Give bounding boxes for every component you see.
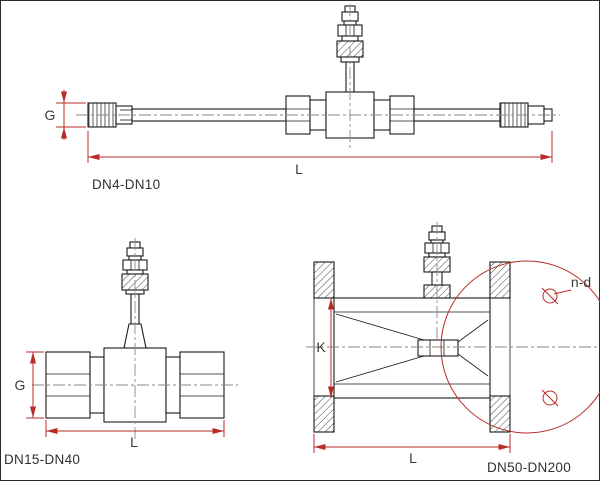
dim-label-g-top: G [45, 107, 56, 123]
dim-label-k: K [316, 339, 326, 355]
body-section [333, 297, 491, 399]
dimension-l-top: L [87, 131, 553, 177]
dimension-l-bl: L [45, 420, 225, 450]
drawing-dn50-dn200: n-d K L DN50-DN200 [306, 222, 600, 475]
dimension-g-top: G [45, 90, 86, 140]
bolt-hole-bottom [541, 389, 559, 407]
bolt-hole-top [541, 287, 559, 305]
dimension-k: K [316, 298, 334, 398]
dimension-l-br: L [313, 434, 511, 466]
turbine-rotor [417, 339, 459, 357]
sensor-stack-br [423, 225, 451, 286]
dim-label-g-bl: G [15, 377, 26, 393]
meter-body-br [333, 284, 491, 399]
range-label-dn4-dn10: DN4-DN10 [92, 177, 160, 192]
dim-label-l-br: L [409, 450, 417, 466]
drawing-dn15-dn40: G L DN15-DN40 [4, 238, 238, 467]
range-label-dn15-dn40: DN15-DN40 [4, 452, 80, 467]
dim-label-nd: n-d [571, 274, 591, 290]
range-label-dn50-dn200: DN50-DN200 [487, 460, 571, 475]
flange-face-circle [440, 260, 600, 434]
dim-label-l-bl: L [130, 434, 138, 450]
drawing-dn4-dn10: G L DN4-DN10 [45, 4, 560, 192]
right-flange [489, 261, 511, 433]
dim-label-l-top: L [295, 161, 303, 177]
nd-leader-line [553, 289, 572, 295]
dimension-g-bl: G [15, 351, 44, 419]
